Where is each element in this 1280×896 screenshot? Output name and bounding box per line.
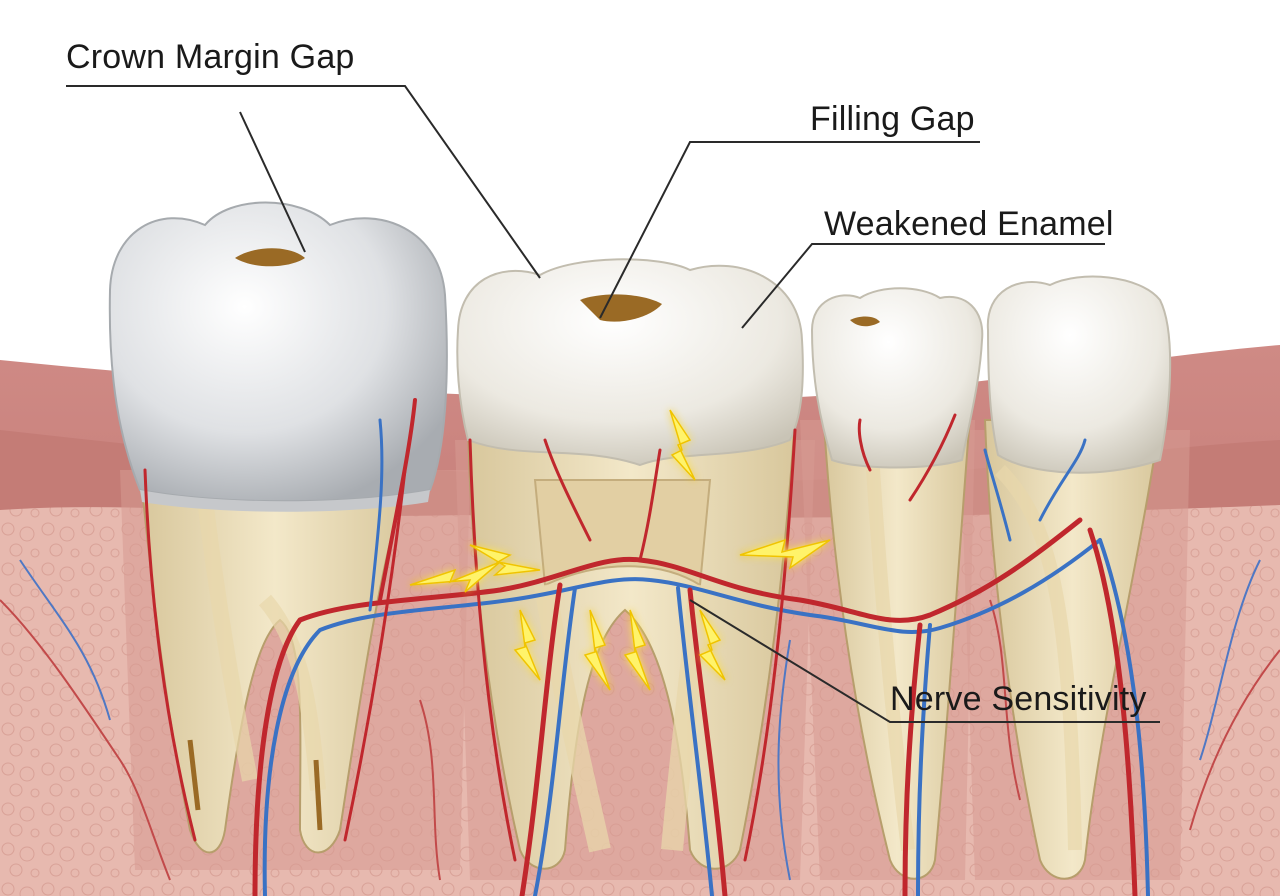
sensitivity-sparks xyxy=(409,409,831,691)
filling-gap-label: Filling Gap xyxy=(810,100,975,138)
crown-margin-gap-pointer xyxy=(239,111,306,253)
callout-lines xyxy=(66,85,1160,723)
filling-gap-leader xyxy=(599,141,980,319)
nerve-vessels xyxy=(143,398,1150,896)
bone-vessels xyxy=(0,559,1280,881)
nerve-sensitivity-label: Nerve Sensitivity xyxy=(890,680,1147,718)
crown-margin-gap-label: Crown Margin Gap xyxy=(66,38,355,76)
weakened-enamel-label: Weakened Enamel xyxy=(824,205,1114,243)
nerve-sensitivity-leader xyxy=(689,599,1160,723)
filled-molar xyxy=(456,258,804,870)
premolar-left xyxy=(810,287,984,880)
premolar-right xyxy=(983,275,1172,880)
crowned-molar xyxy=(108,201,448,854)
weakened-enamel-leader xyxy=(741,243,1105,329)
crown-margin-gap-leader xyxy=(66,85,541,279)
